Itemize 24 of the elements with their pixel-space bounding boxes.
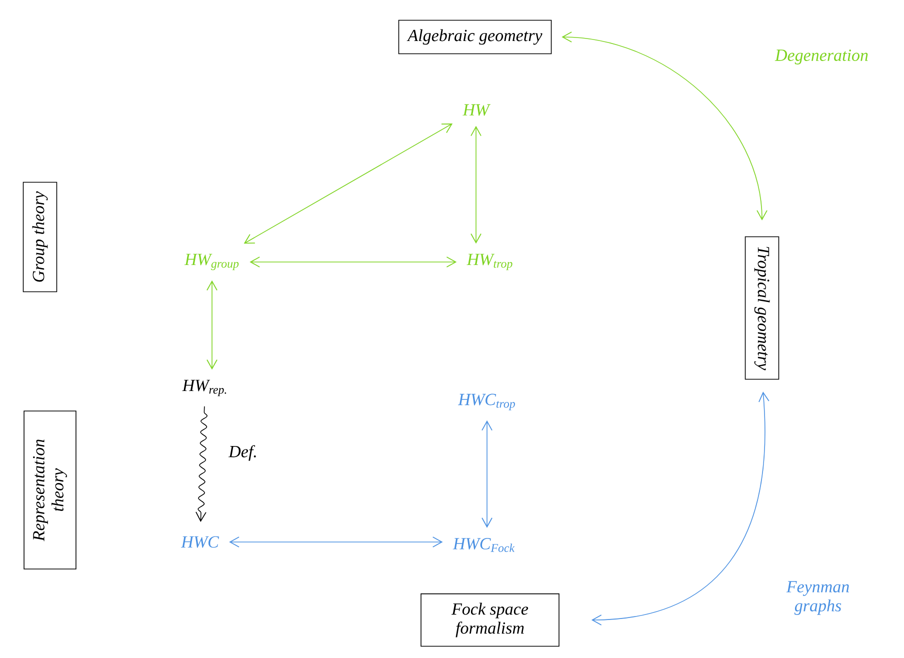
term-label: HW$_{rep.}$ — [182, 380, 226, 396]
edge-label: Degeneration — [774, 50, 868, 64]
arrow — [229, 536, 443, 548]
arrow — [591, 392, 770, 626]
term-label: HWC$_{trop}$ — [458, 394, 515, 410]
arrow — [206, 280, 218, 370]
arrow — [482, 420, 492, 528]
term-label: HW$_{trop}$ — [466, 254, 512, 270]
arrow — [250, 256, 457, 268]
term-label: HWC — [180, 536, 220, 548]
topic-box: Representation theory — [24, 410, 76, 570]
arrow — [244, 123, 453, 244]
topic-box: Group theory — [22, 182, 58, 292]
arrow — [470, 126, 482, 244]
topic-box: Fock space formalism — [420, 593, 560, 647]
term-label: HWC$_{Fock}$ — [452, 538, 515, 552]
term-label: HW$_{group}$ — [184, 254, 239, 270]
arrow — [562, 32, 768, 220]
topic-box: Tropical geometry — [744, 236, 780, 380]
edge-label: Feynman graphs — [786, 581, 849, 615]
edge-label: Def. — [228, 445, 256, 461]
topic-box: Algebraic geometry — [398, 20, 552, 54]
term-label: HW — [462, 104, 490, 116]
arrow — [196, 406, 208, 522]
